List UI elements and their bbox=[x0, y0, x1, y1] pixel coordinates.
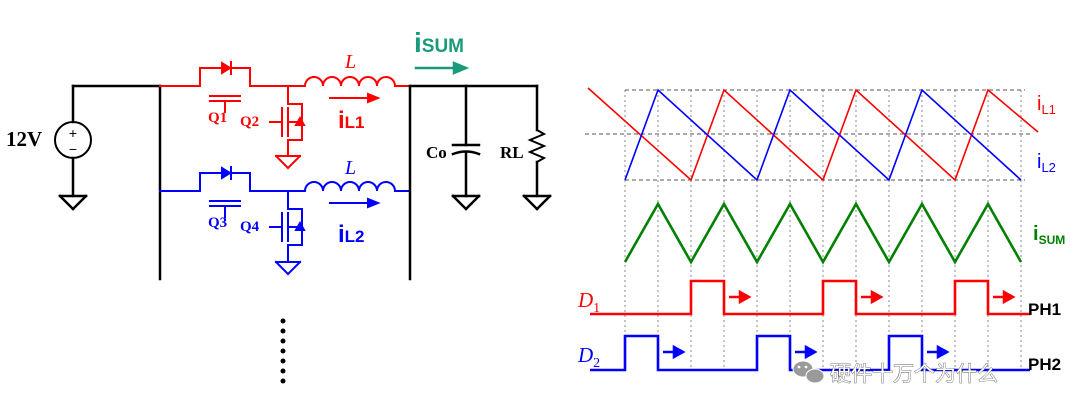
wave-isum-label: iSUM bbox=[1033, 223, 1065, 247]
il1-label: iL1 bbox=[338, 107, 365, 134]
isum-label: iSUM bbox=[414, 27, 464, 58]
d2-waveform bbox=[590, 334, 1030, 372]
q2-label: Q2 bbox=[240, 114, 259, 130]
voltage-source bbox=[54, 84, 162, 211]
watermark-text: 硬件十万个为什么 bbox=[830, 363, 998, 386]
d2-shift-arrows bbox=[663, 344, 950, 360]
d1-label: D1 bbox=[577, 288, 600, 316]
source-plus: + bbox=[69, 125, 77, 141]
source-label: 12V bbox=[6, 127, 42, 151]
circuit-schematic: + − 12V bbox=[6, 27, 552, 384]
isum-waveform bbox=[623, 201, 1023, 265]
time-gridlines bbox=[624, 90, 1022, 370]
wechat-icon bbox=[792, 360, 825, 384]
output-network bbox=[408, 84, 552, 281]
d1-shift-arrows bbox=[729, 289, 1016, 305]
il2-waveform bbox=[624, 88, 1022, 182]
inductor-2-label: L bbox=[344, 157, 356, 179]
load-label: RL bbox=[500, 143, 524, 162]
more-phases-ellipsis bbox=[280, 318, 286, 384]
inductor-1-label: L bbox=[344, 51, 356, 73]
wave-il1-label: iL1 bbox=[1037, 93, 1056, 117]
il2-label: iL2 bbox=[338, 221, 365, 248]
q4-label: Q4 bbox=[240, 219, 260, 235]
watermark: 硬件十万个为什么 bbox=[792, 360, 998, 386]
cap-label: Co bbox=[426, 143, 447, 162]
phase-1-power-stage bbox=[159, 61, 411, 170]
source-minus: − bbox=[69, 141, 77, 157]
q3-label: Q3 bbox=[208, 215, 227, 231]
waveform-panel: iL1 iL2 iSUM D1 D2 PH1 PH2 bbox=[577, 87, 1065, 374]
ph1-label: PH1 bbox=[1028, 300, 1061, 319]
d2-label: D2 bbox=[577, 343, 600, 371]
d1-waveform bbox=[590, 279, 1030, 316]
isum-arrow bbox=[414, 61, 470, 75]
wave-il2-label: iL2 bbox=[1037, 151, 1056, 175]
ph2-label: PH2 bbox=[1028, 355, 1061, 374]
phase-2-power-stage bbox=[159, 166, 411, 276]
q1-label: Q1 bbox=[208, 110, 227, 126]
